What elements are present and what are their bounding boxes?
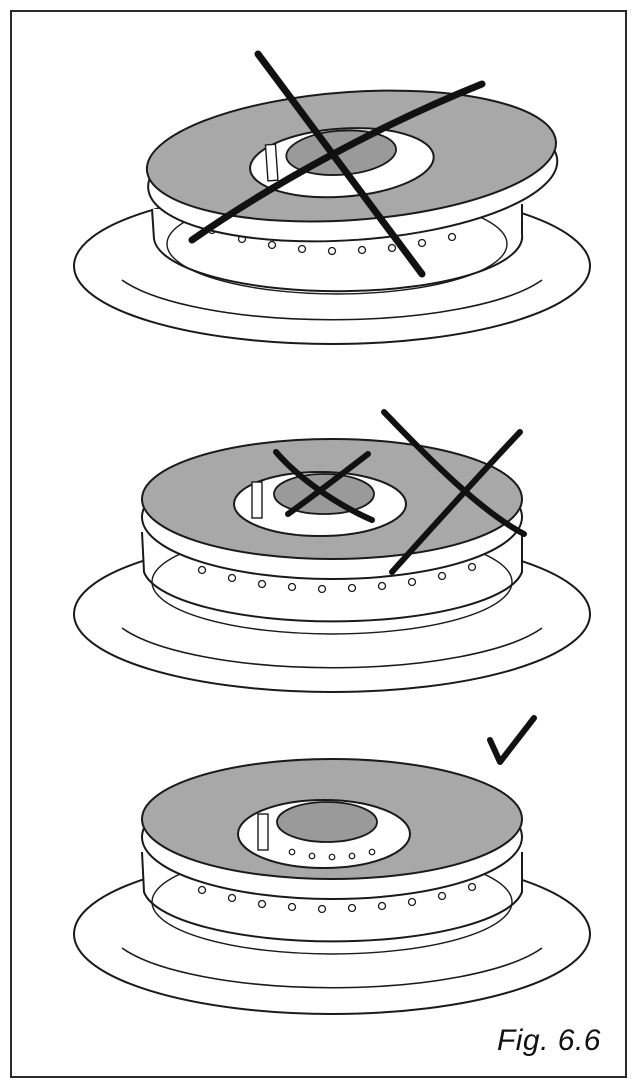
burner-panel-wrong-1 [62, 44, 602, 364]
burner-illustration [73, 715, 591, 1015]
cross-icon [188, 50, 486, 278]
burner-illustration [73, 409, 591, 693]
burner-panel-correct [62, 712, 602, 1042]
check-icon [487, 715, 537, 765]
burner-panel-wrong-2 [62, 402, 602, 702]
cross-icon [381, 409, 527, 575]
figure-caption: Fig. 6.6 [496, 1024, 601, 1057]
burner-illustration [73, 50, 591, 345]
figure-frame: Fig. 6.6 [10, 10, 627, 1078]
cross-icon [273, 449, 375, 523]
